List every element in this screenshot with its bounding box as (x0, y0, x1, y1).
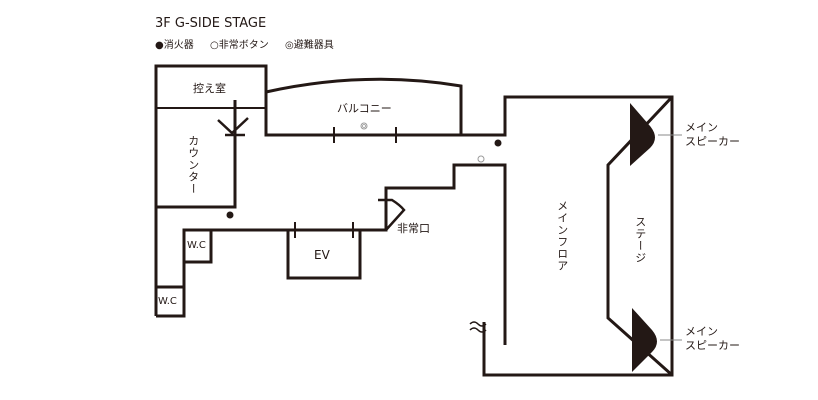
room-elevator: EV (314, 248, 330, 262)
alarm-button-icon (477, 155, 485, 163)
walls (154, 64, 674, 377)
door-counter (217, 100, 249, 137)
elevator (286, 228, 362, 280)
legend-evac: ◎避難器具 (285, 40, 334, 51)
speaker-icon (632, 308, 657, 372)
room-waiting: 控え室 (193, 82, 226, 95)
speaker-icon (630, 103, 655, 166)
break-mark-icon (469, 321, 487, 333)
room-balcony: バルコニー (337, 102, 392, 115)
speaker-label-top: メインスピーカー (685, 121, 740, 149)
door-exit (378, 198, 406, 231)
room-exit: 非常口 (397, 222, 430, 235)
speaker-label-line: メイン (685, 325, 718, 338)
speaker-label-line: メイン (685, 121, 718, 134)
room-wc: W.C (158, 296, 177, 307)
extinguisher-icon (226, 211, 234, 219)
legend-alarm: ○非常ボタン (210, 40, 269, 51)
room-wc: W.C (187, 240, 206, 251)
speaker-label-line: スピーカー (685, 338, 740, 352)
room-main-floor: メインフロア (555, 200, 569, 272)
speaker-label-line: スピーカー (685, 134, 740, 148)
speaker-label-bottom: メインスピーカー (685, 325, 740, 353)
extinguisher-icon (494, 139, 502, 147)
legend-extinguisher: ●消火器 (155, 40, 194, 51)
room-stage: ステージ (633, 216, 647, 264)
evac-equipment-icon (360, 122, 368, 130)
room-counter: カウンター (186, 135, 200, 195)
page-title: 3F G-SIDE STAGE (155, 16, 267, 31)
